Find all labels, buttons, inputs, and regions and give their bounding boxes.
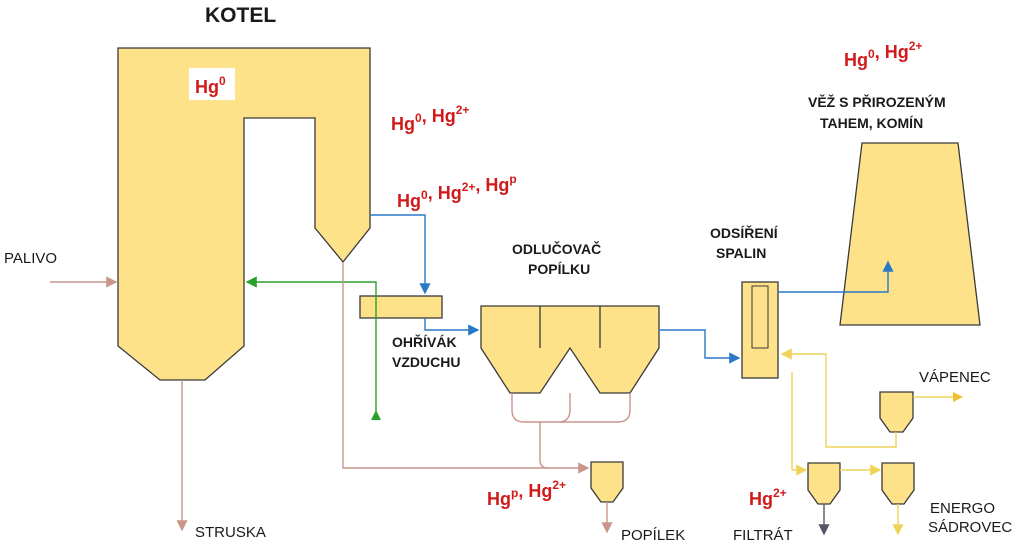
mercury-separator: , — [518, 481, 528, 501]
mercury-symbol: Hg — [885, 42, 909, 62]
air-heater-label: OHŘÍVÁK — [392, 333, 457, 350]
mercury-after-boiler: Hg0, Hg2+ — [391, 103, 469, 134]
mercury-filtrate: Hg2+ — [749, 486, 787, 509]
mercury-symbol: Hg — [749, 489, 773, 509]
desulfurization-shape — [741, 281, 779, 379]
mercury-symbol: Hg — [195, 77, 219, 97]
mercury-charge: 2+ — [773, 486, 787, 500]
mercury-symbol: Hg — [485, 175, 509, 195]
desulfurization-label: SPALIN — [716, 245, 766, 261]
mercury-after-economizer: Hg0, Hg2+, Hgp — [397, 172, 517, 211]
mercury-charge: 0 — [868, 47, 875, 61]
desulfurization-inner — [751, 285, 769, 349]
mercury-charge: 0 — [415, 111, 422, 125]
boiler-title: KOTEL — [205, 4, 276, 27]
separator-ash-collector — [511, 393, 631, 469]
mercury-charge: 0 — [219, 74, 226, 88]
mercury-symbol: Hg — [487, 489, 511, 509]
gypsum-label: ENERGO — [930, 500, 995, 517]
boiler-shape — [117, 47, 371, 381]
mercury-charge: 2+ — [456, 103, 470, 117]
limestone-label: VÁPENEC — [919, 369, 991, 386]
flue-gas-to-tower — [778, 260, 894, 293]
mercury-charge: 2+ — [552, 478, 566, 492]
limestone-feed-marker — [953, 392, 963, 402]
mercury-separator: , — [428, 183, 438, 203]
desulfurization-slurry-line — [791, 372, 808, 476]
mercury-symbol: Hg — [397, 191, 421, 211]
separator-label: POPÍLKU — [528, 261, 590, 277]
tower-label: VĚŽ S PŘIROZENÝM — [808, 93, 946, 110]
mercury-symbol: Hg — [432, 106, 456, 126]
flue-gas-to-separator — [424, 318, 480, 336]
mercury-charge: 2+ — [909, 39, 923, 53]
fly-ash-label: POPÍLEK — [621, 527, 685, 544]
gypsum-hopper-shape — [881, 462, 915, 505]
limestone-hopper-shape — [879, 391, 914, 433]
cooling-tower-shape — [839, 142, 981, 326]
filtrate-hopper-shape — [807, 462, 841, 505]
slag-label: STRUSKA — [195, 524, 266, 541]
flue-gas-to-air-heater — [370, 214, 431, 295]
air-intake-marker — [371, 410, 381, 420]
mercury-fly-ash: Hgp, Hg2+ — [487, 478, 566, 509]
fuel-label: PALIVO — [4, 250, 57, 267]
mercury-charge: p — [511, 486, 518, 500]
mercury-symbol: Hg — [438, 183, 462, 203]
mercury-charge: 2+ — [462, 180, 476, 194]
tower-label: TAHEM, KOMÍN — [820, 115, 923, 131]
flue-gas-to-desulfurization — [659, 329, 741, 364]
mercury-charge: p — [509, 172, 516, 186]
desulfurization-label: ODSÍŘENÍ — [710, 224, 779, 241]
air-heater-label: VZDUCHU — [392, 354, 460, 370]
mercury-symbol: Hg — [844, 50, 868, 70]
mercury-chimney: Hg0, Hg2+ — [844, 39, 922, 70]
mercury-boiler: Hg0 — [195, 74, 226, 97]
combustion-air-line — [245, 276, 377, 415]
separator-label: ODLUČOVAČ — [512, 240, 601, 257]
mercury-separator: , — [422, 106, 432, 126]
air-heater-shape — [359, 295, 443, 319]
separator-shape — [480, 305, 660, 394]
mercury-symbol: Hg — [391, 114, 415, 134]
mercury-symbol: Hg — [528, 481, 552, 501]
gypsum-label: SÁDROVEC — [928, 519, 1012, 536]
limestone-slurry-line — [780, 348, 897, 448]
mercury-charge: 0 — [421, 188, 428, 202]
boiler-ash-line — [342, 262, 590, 474]
filtrate-label: FILTRÁT — [733, 527, 793, 544]
mercury-separator: , — [875, 42, 885, 62]
boiler-mercury-badge — [189, 68, 235, 100]
mercury-separator: , — [475, 175, 485, 195]
fly-ash-hopper-shape — [590, 461, 624, 503]
